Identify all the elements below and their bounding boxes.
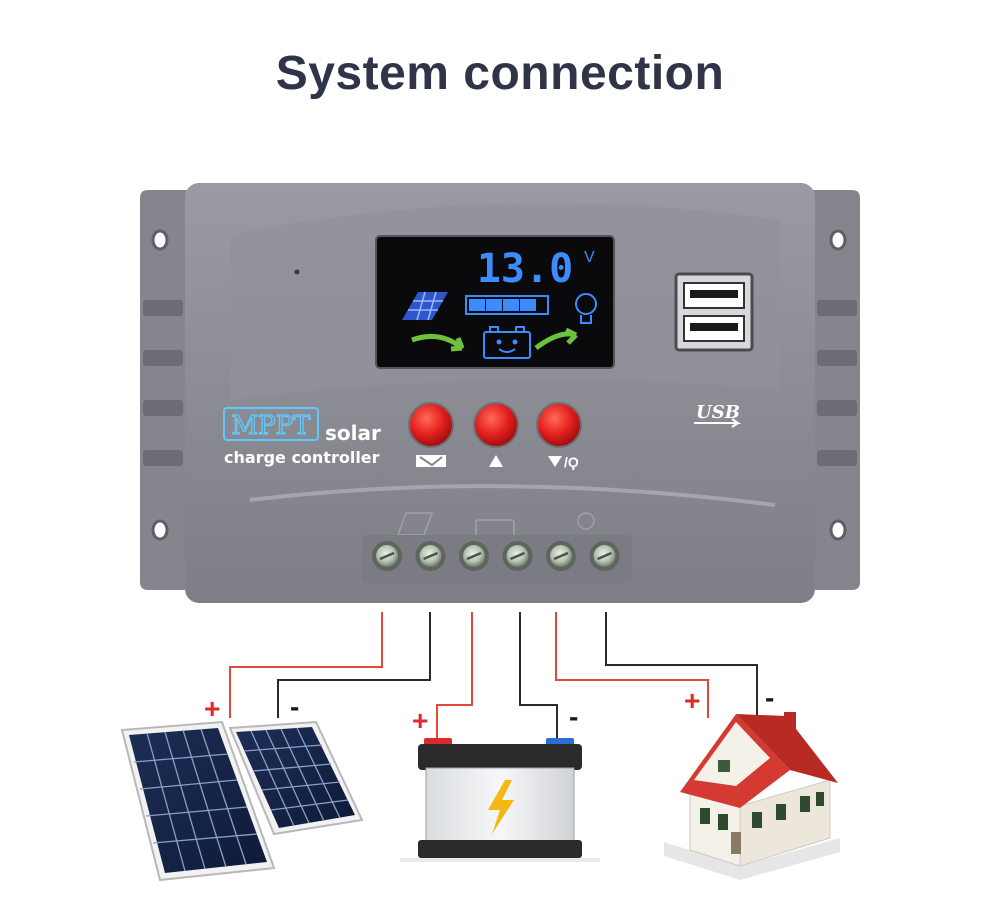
lightning-icon bbox=[488, 780, 514, 834]
terminal-load-negative[interactable] bbox=[589, 541, 620, 571]
usb-logo: USB bbox=[694, 402, 742, 428]
down-bulb-icon: /Ϙ bbox=[548, 454, 579, 470]
page-title: System connection bbox=[275, 47, 725, 100]
lcd-display: 13.0 V bbox=[375, 235, 615, 369]
down-light-button[interactable] bbox=[536, 402, 582, 448]
right-cooling-fins bbox=[817, 300, 857, 466]
battery-plus-sign: + bbox=[412, 705, 428, 736]
svg-text:/Ϙ: /Ϙ bbox=[564, 454, 579, 470]
battery-icon bbox=[400, 738, 600, 862]
terminal-battery-positive[interactable] bbox=[459, 541, 489, 571]
battery-positive-wire bbox=[436, 612, 473, 738]
house-icon bbox=[664, 712, 840, 880]
usb-label: USB bbox=[696, 402, 740, 423]
terminal-battery-negative[interactable] bbox=[502, 541, 533, 571]
lcd-battery-face-icon bbox=[483, 326, 531, 359]
brand-solar: solar bbox=[325, 421, 381, 445]
lcd-solar-icon bbox=[402, 291, 448, 321]
charge-controller: 13.0 V bbox=[140, 183, 860, 603]
load-negative-wire bbox=[605, 612, 758, 718]
terminals bbox=[372, 541, 620, 571]
battery-minus-sign: - bbox=[569, 701, 578, 732]
solar-panel-icon bbox=[120, 720, 364, 882]
right-mount-tab bbox=[812, 190, 860, 590]
terminal-load-positive[interactable] bbox=[546, 541, 576, 571]
lcd-battery-level bbox=[465, 295, 549, 315]
battery-negative-wire bbox=[519, 612, 558, 738]
up-button[interactable] bbox=[473, 402, 519, 448]
panel-mode-icon bbox=[416, 455, 446, 467]
left-cooling-fins bbox=[143, 300, 183, 466]
lcd-arrow-left-icon bbox=[411, 333, 465, 352]
polarity-signs: + - + - + - bbox=[204, 682, 774, 736]
solar-plus-sign: + bbox=[204, 693, 220, 724]
left-mount-tab bbox=[140, 190, 188, 590]
mount-holes bbox=[151, 229, 847, 541]
brand-charge-controller: charge controller bbox=[224, 448, 380, 467]
lcd-arrow-right-icon bbox=[534, 327, 578, 351]
mode-button[interactable] bbox=[408, 402, 454, 448]
wiring bbox=[229, 612, 758, 738]
solar-minus-sign: - bbox=[290, 691, 299, 722]
solar-positive-wire bbox=[229, 612, 383, 718]
display-voltage: 13.0 bbox=[477, 246, 573, 292]
brand-mppt: MPPT bbox=[232, 411, 312, 441]
usb-port[interactable] bbox=[674, 272, 754, 352]
load-plus-sign: + bbox=[684, 685, 700, 716]
terminal-solar-positive[interactable] bbox=[372, 541, 402, 571]
up-triangle-icon bbox=[489, 455, 503, 467]
terminal-solar-negative[interactable] bbox=[415, 541, 446, 571]
solar-panel-left bbox=[120, 720, 276, 882]
lcd-bulb-icon bbox=[575, 293, 597, 324]
solar-negative-wire bbox=[277, 612, 431, 718]
load-positive-wire bbox=[555, 612, 709, 718]
load-minus-sign: - bbox=[765, 682, 774, 713]
brand-label: MPPT solar charge controller bbox=[223, 407, 381, 467]
display-unit: V bbox=[584, 249, 595, 266]
solar-panel-right bbox=[228, 720, 364, 836]
